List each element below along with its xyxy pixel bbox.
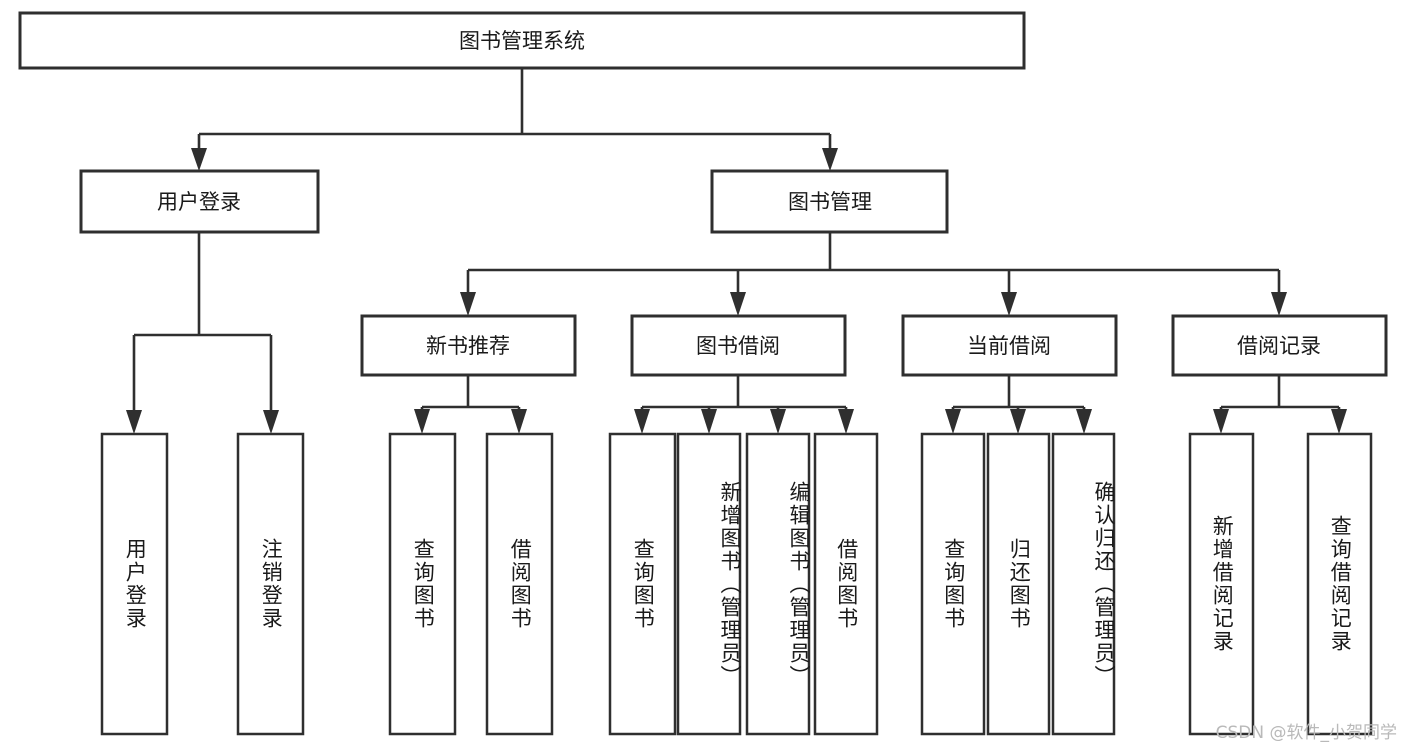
arrow-head-l2b — [822, 148, 838, 171]
edge-layer — [126, 68, 1347, 434]
node-box-leaf-query-book-c[interactable] — [920, 432, 986, 736]
node-box-leaf-add-book-admin[interactable] — [676, 432, 742, 736]
arrow-head-f6 — [701, 409, 717, 434]
node-box-leaf-borrow-book-a[interactable] — [485, 432, 554, 736]
node-box-leaf-edit-book-admin[interactable] — [745, 432, 811, 736]
arrow-head-f8 — [838, 409, 854, 434]
label-book-borrow: 图书借阅 — [696, 334, 780, 358]
node-box-borrow-record[interactable] — [1171, 314, 1388, 377]
arrow-head-f9 — [945, 409, 961, 434]
arrow-head-l2a — [191, 148, 207, 171]
node-box-leaf-query-book-b[interactable] — [608, 432, 677, 736]
label-user-login: 用户登录 — [157, 190, 241, 214]
label-root: 图书管理系统 — [459, 29, 585, 53]
arrow-head-f5 — [634, 409, 650, 434]
arrow-head-f1 — [126, 410, 142, 434]
arrow-head-f13 — [1331, 409, 1347, 434]
label-borrow-record: 借阅记录 — [1237, 334, 1321, 358]
arrow-head-f3 — [414, 409, 430, 434]
label-book-management: 图书管理 — [788, 190, 872, 214]
arrow-head-f2 — [263, 410, 279, 434]
node-box-leaf-return-book[interactable] — [986, 432, 1051, 736]
node-box-leaf-confirm-return-admin[interactable] — [1051, 432, 1116, 736]
node-box-leaf-query-book-a[interactable] — [388, 432, 457, 736]
node-box-new-book-recommend[interactable] — [360, 314, 577, 377]
arrow-head-f4 — [511, 409, 527, 434]
arrow-head-l3b — [730, 292, 746, 316]
label-current-borrow: 当前借阅 — [967, 334, 1051, 358]
node-box-user-login[interactable] — [79, 169, 320, 234]
arrow-head-f10 — [1010, 409, 1026, 434]
node-box-current-borrow[interactable] — [901, 314, 1118, 377]
arrow-head-f7 — [770, 409, 786, 434]
box-layer — [18, 11, 1388, 736]
node-box-leaf-logout[interactable] — [236, 432, 305, 736]
arrow-head-f11 — [1076, 409, 1092, 434]
horizontal-label-layer: 图书管理系统 用户登录 图书管理 新书推荐 图书借阅 当前借阅 借阅记录 — [157, 29, 1321, 358]
watermark-text: CSDN @软件_小贺同学 — [1215, 723, 1397, 743]
node-box-book-management[interactable] — [710, 169, 949, 234]
arrow-head-f12 — [1213, 409, 1229, 434]
node-box-leaf-borrow-book-b[interactable] — [813, 432, 879, 736]
node-box-leaf-query-borrow-record[interactable] — [1306, 432, 1373, 736]
node-box-book-borrow[interactable] — [630, 314, 847, 377]
label-new-book-recommend: 新书推荐 — [426, 334, 510, 358]
node-box-root[interactable] — [18, 11, 1026, 70]
node-box-leaf-add-borrow-record[interactable] — [1188, 432, 1255, 736]
arrow-head-l3d — [1271, 292, 1287, 316]
arrow-head-l3c — [1001, 292, 1017, 316]
node-box-leaf-user-login[interactable] — [100, 432, 169, 736]
arrow-head-l3a — [460, 292, 476, 316]
